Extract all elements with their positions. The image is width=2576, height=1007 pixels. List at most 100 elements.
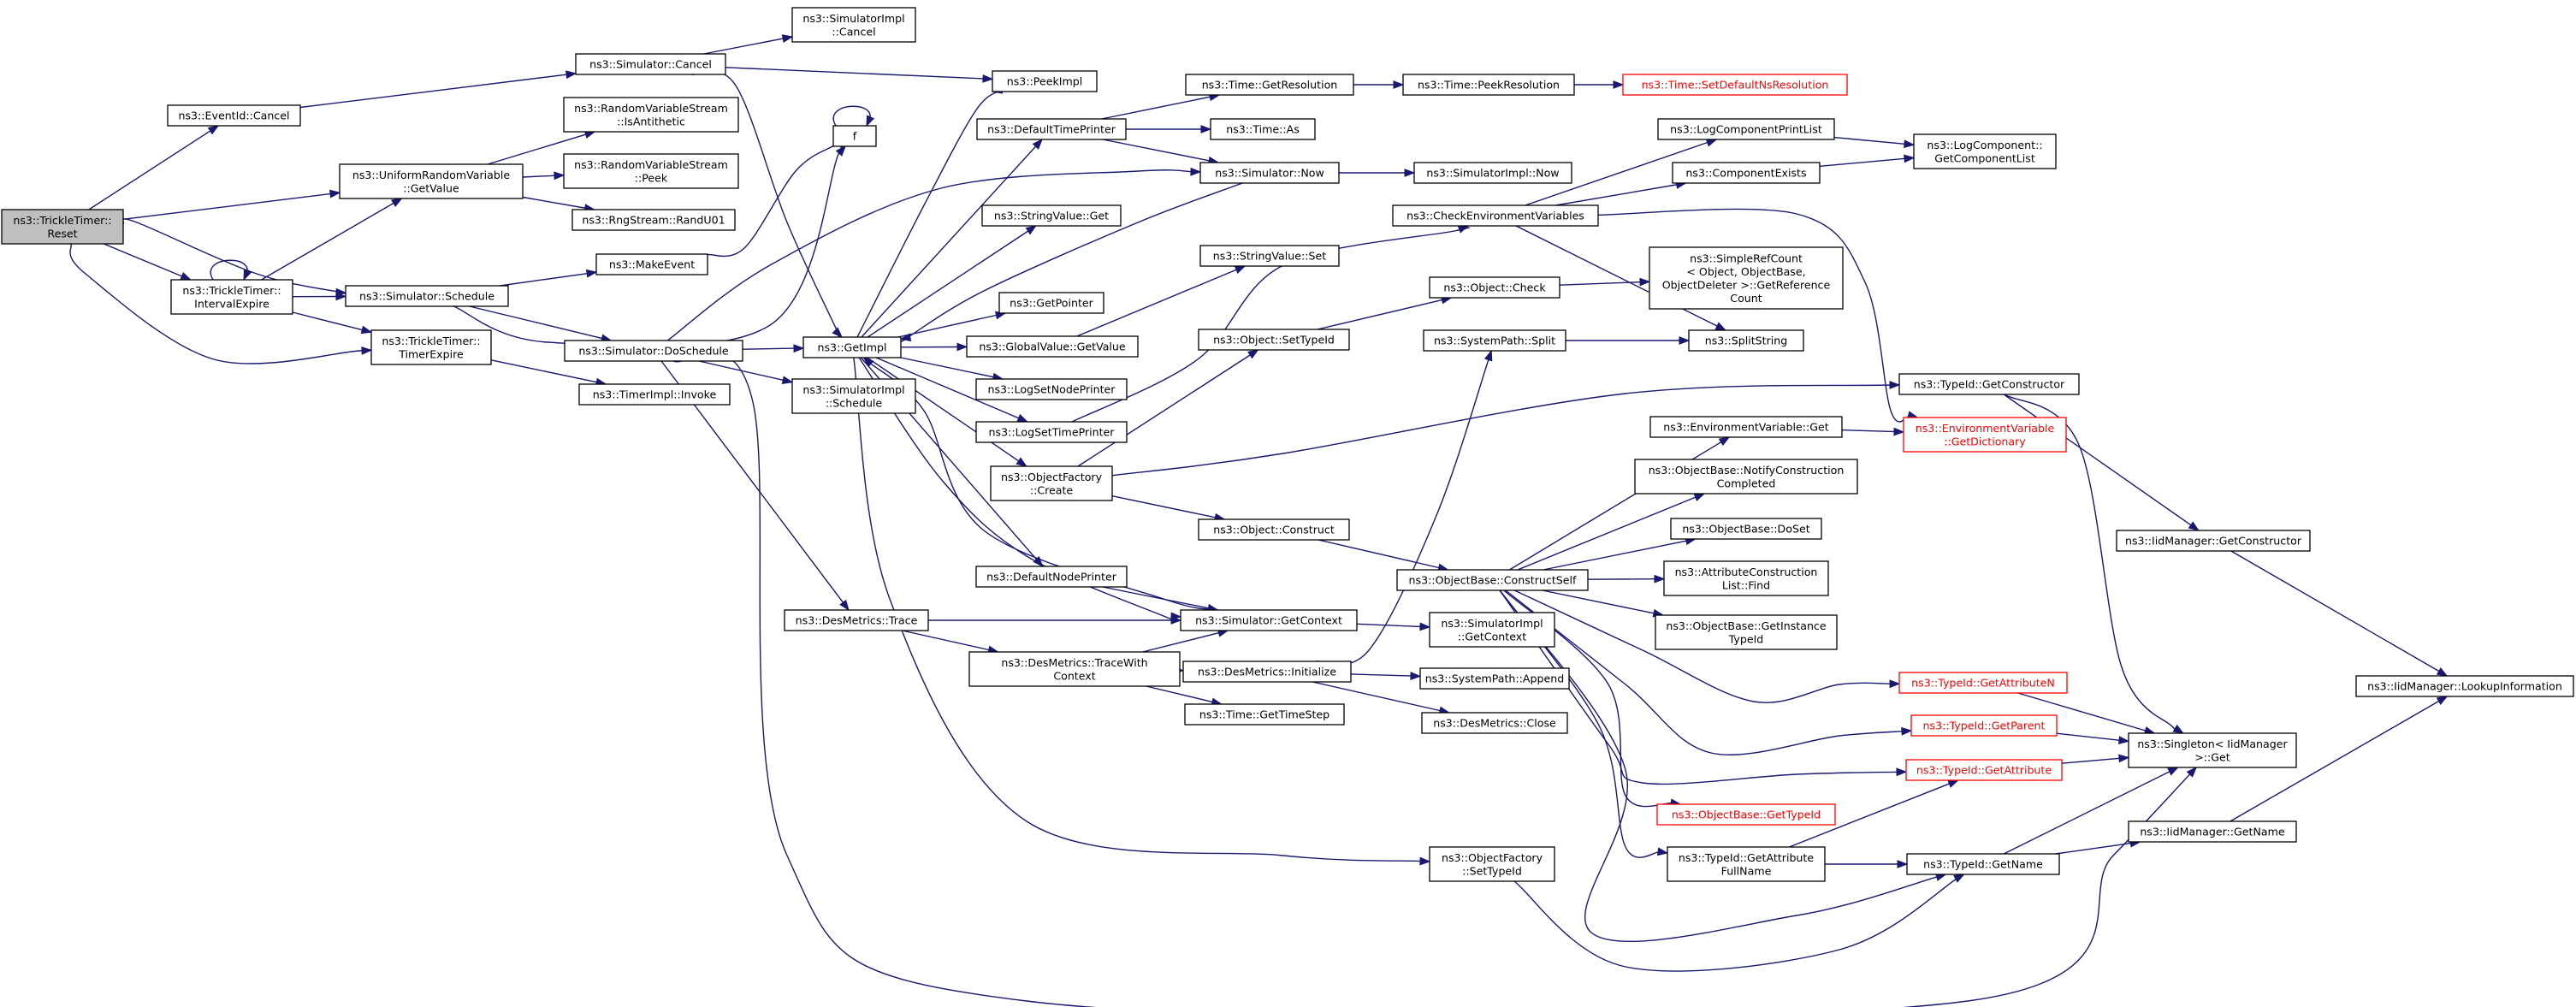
node-box bbox=[1198, 329, 1350, 351]
node-singleton-get[interactable]: ns3::Singleton< IidManager>::Get bbox=[2128, 732, 2297, 768]
node-label: ns3::TypeId::GetName bbox=[1923, 858, 2043, 871]
node-simplerefcount[interactable]: ns3::SimpleRefCount< Object, ObjectBase,… bbox=[1649, 246, 1844, 310]
node-iidmanager-getname[interactable]: ns3::IidManager::GetName bbox=[2128, 820, 2297, 843]
node-sim-now[interactable]: ns3::Simulator::Now bbox=[1199, 162, 1340, 184]
node-timerimpl-invoke[interactable]: ns3::TimerImpl::Invoke bbox=[578, 383, 731, 406]
node-label: ns3::SimulatorImpl bbox=[802, 12, 904, 25]
node-typeid-getconstructor[interactable]: ns3::TypeId::GetConstructor bbox=[1898, 373, 2080, 395]
edge-line bbox=[2003, 770, 2171, 855]
node-time-getresolution[interactable]: ns3::Time::GetResolution bbox=[1185, 74, 1354, 96]
node-rvs-peek[interactable]: ns3::RandomVariableStream::Peek bbox=[563, 153, 739, 189]
node-time-as[interactable]: ns3::Time::As bbox=[1210, 118, 1316, 140]
node-stringvalue-set[interactable]: ns3::StringValue::Set bbox=[1199, 245, 1340, 267]
node-iidmanager-lookupinformation[interactable]: ns3::IidManager::LookupInformation bbox=[2355, 675, 2574, 697]
node-desmetrics-initialize[interactable]: ns3::DesMetrics::Initialize bbox=[1182, 660, 1352, 683]
node-simimpl-cancel[interactable]: ns3::SimulatorImpl::Cancel bbox=[791, 7, 916, 43]
node-objectfactory-settypeid[interactable]: ns3::ObjectFactory::SetTypeId bbox=[1429, 846, 1555, 882]
node-box bbox=[1180, 609, 1358, 631]
node-globalvalue-getvalue[interactable]: ns3::GlobalValue::GetValue bbox=[966, 335, 1139, 358]
edge-arrowhead bbox=[2188, 521, 2200, 531]
node-box bbox=[1199, 162, 1340, 184]
node-box bbox=[976, 118, 1127, 140]
node-systempath-split[interactable]: ns3::SystemPath::Split bbox=[1423, 329, 1566, 352]
node-desmetrics-trace[interactable]: ns3::DesMetrics::Trace bbox=[784, 609, 929, 631]
node-box bbox=[1199, 245, 1340, 267]
node-envvar-get[interactable]: ns3::EnvironmentVariable::Get bbox=[1649, 416, 1843, 438]
call-edge bbox=[861, 138, 1043, 338]
edge-arrowhead bbox=[2118, 754, 2130, 763]
node-label: >::Get bbox=[2194, 750, 2230, 763]
node-simimpl-getcontext[interactable]: ns3::SimulatorImpl::GetContext bbox=[1429, 612, 1555, 648]
node-eventid-cancel[interactable]: ns3::EventId::Cancel bbox=[167, 104, 301, 127]
node-makeevent[interactable]: ns3::MakeEvent bbox=[595, 253, 708, 275]
node-time-setdefaultnsresolution[interactable]: ns3::Time::SetDefaultNsResolution bbox=[1622, 74, 1848, 96]
call-edge bbox=[672, 352, 2198, 1007]
node-reset: ns3::TrickleTimer::Reset bbox=[1, 209, 124, 245]
edge-line bbox=[1789, 782, 1951, 848]
node-defaulttimeprinter[interactable]: ns3::DefaultTimePrinter bbox=[976, 118, 1127, 140]
node-simimpl-schedule[interactable]: ns3::SimulatorImpl::Schedule bbox=[791, 378, 916, 414]
node-systempath-append[interactable]: ns3::SystemPath::Append bbox=[1419, 667, 1570, 690]
node-box bbox=[345, 285, 509, 307]
node-envvar-getdictionary[interactable]: ns3::EnvironmentVariable::GetDictionary bbox=[1903, 417, 2067, 453]
node-logcomponent-getcomponentlist[interactable]: ns3::LogComponent::GetComponentList bbox=[1913, 133, 2057, 169]
node-label: ns3::SimulatorImpl::Now bbox=[1426, 167, 1559, 180]
call-edge bbox=[1566, 336, 1691, 345]
call-edge bbox=[2056, 732, 2130, 744]
node-box bbox=[1392, 204, 1599, 227]
node-getimpl[interactable]: ns3::GetImpl bbox=[802, 336, 902, 358]
node-object-check[interactable]: ns3::Object::Check bbox=[1429, 276, 1560, 299]
edge-line bbox=[875, 357, 1021, 420]
node-time-peekresolution[interactable]: ns3::Time::PeekResolution bbox=[1402, 74, 1575, 96]
node-sim-cancel[interactable]: ns3::Simulator::Cancel bbox=[575, 53, 726, 75]
node-typeid-getattributen[interactable]: ns3::TypeId::GetAttributeN bbox=[1898, 672, 2068, 694]
node-f[interactable]: f bbox=[832, 125, 877, 147]
node-simimpl-now[interactable]: ns3::SimulatorImpl::Now bbox=[1413, 162, 1572, 184]
node-label: ns3::CheckEnvironmentVariables bbox=[1406, 210, 1584, 222]
node-defaultnodeprinter[interactable]: ns3::DefaultNodePrinter bbox=[975, 566, 1128, 588]
node-objectbase-doset[interactable]: ns3::ObjectBase::DoSet bbox=[1670, 518, 1822, 540]
node-getpointer[interactable]: ns3::GetPointer bbox=[998, 292, 1104, 314]
edge-line bbox=[725, 67, 986, 80]
node-objectbase-notifyconstruction[interactable]: ns3::ObjectBase::NotifyConstructionCompl… bbox=[1634, 459, 1858, 495]
node-desmetrics-close[interactable]: ns3::DesMetrics::Close bbox=[1421, 712, 1568, 734]
node-logsetnodeprinter[interactable]: ns3::LogSetNodePrinter bbox=[975, 378, 1128, 400]
node-rvs-isantithetic[interactable]: ns3::RandomVariableStream::IsAntithetic bbox=[563, 97, 739, 133]
node-object-construct[interactable]: ns3::Object::Construct bbox=[1198, 518, 1350, 541]
node-peekimpl[interactable]: ns3::PeekImpl bbox=[992, 70, 1098, 92]
node-objectbase-constructself[interactable]: ns3::ObjectBase::ConstructSelf bbox=[1396, 569, 1589, 591]
node-logcomponentprintlist[interactable]: ns3::LogComponentPrintList bbox=[1657, 118, 1835, 140]
node-uniform-getvalue[interactable]: ns3::UniformRandomVariable::GetValue bbox=[339, 163, 524, 199]
node-time-gettimestep[interactable]: ns3::Time::GetTimeStep bbox=[1184, 703, 1345, 726]
node-object-settypeid[interactable]: ns3::Object::SetTypeId bbox=[1198, 329, 1350, 351]
edge-arrowhead bbox=[1483, 349, 1493, 362]
node-timer-expire[interactable]: ns3::TrickleTimer::TimerExpire bbox=[370, 329, 492, 365]
node-splitstring[interactable]: ns3::SplitString bbox=[1688, 329, 1804, 352]
node-componentexists[interactable]: ns3::ComponentExists bbox=[1672, 162, 1821, 184]
node-checkenvvars[interactable]: ns3::CheckEnvironmentVariables bbox=[1392, 204, 1599, 227]
node-interval-expire[interactable]: ns3::TrickleTimer::IntervalExpire bbox=[170, 279, 293, 315]
node-objectfactory-create[interactable]: ns3::ObjectFactory::Create bbox=[990, 465, 1113, 501]
call-edge bbox=[69, 243, 373, 364]
call-edge bbox=[210, 259, 252, 281]
node-sim-schedule[interactable]: ns3::Simulator::Schedule bbox=[345, 285, 509, 307]
edge-line bbox=[1513, 871, 1969, 972]
node-logsettimeprinter[interactable]: ns3::LogSetTimePrinter bbox=[975, 421, 1128, 443]
node-sim-doschedule[interactable]: ns3::Simulator::DoSchedule bbox=[564, 340, 743, 362]
node-typeid-getname[interactable]: ns3::TypeId::GetName bbox=[1906, 853, 2060, 875]
node-rngstream-randu01[interactable]: ns3::RngStream::RandU01 bbox=[571, 209, 736, 231]
node-typeid-getparent[interactable]: ns3::TypeId::GetParent bbox=[1910, 714, 2058, 737]
node-objectbase-gettypeid[interactable]: ns3::ObjectBase::GetTypeId bbox=[1656, 803, 1836, 826]
node-box bbox=[1670, 518, 1822, 540]
node-typeid-getattribute[interactable]: ns3::TypeId::GetAttribute bbox=[1905, 759, 2063, 781]
node-stringvalue-get[interactable]: ns3::StringValue::Get bbox=[981, 204, 1122, 227]
node-box bbox=[1655, 614, 1838, 650]
node-iidmanager-getconstructor[interactable]: ns3::IidManager::GetConstructor bbox=[2116, 530, 2311, 552]
node-sim-getcontext[interactable]: ns3::Simulator::GetContext bbox=[1180, 609, 1358, 631]
node-label: ns3::RandomVariableStream bbox=[574, 102, 728, 115]
edge-line bbox=[122, 193, 333, 220]
